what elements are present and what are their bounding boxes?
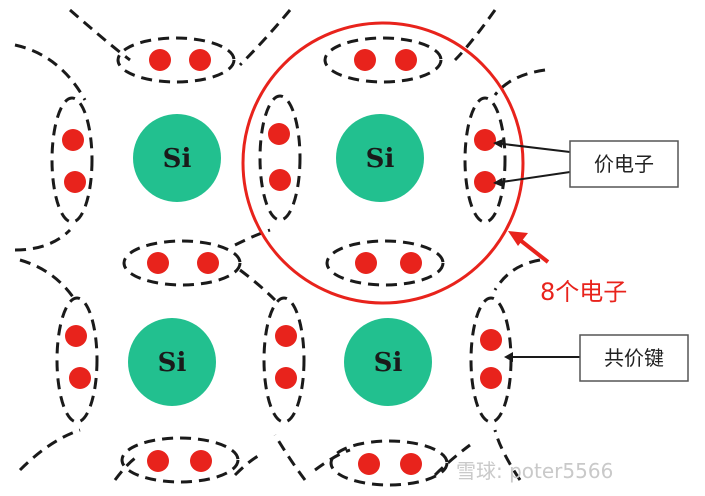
bond-ellipse (120, 436, 240, 484)
electron (269, 169, 291, 191)
si-atom-label: Si (366, 144, 395, 174)
si-atom-label: Si (158, 348, 187, 378)
electron (474, 129, 496, 151)
electron (400, 453, 422, 475)
covalent-bond-label: 共价键 (604, 346, 664, 370)
valence-electrons (62, 49, 502, 475)
electron (480, 367, 502, 389)
valence-electron-callout: 价电子 (493, 139, 679, 188)
red-arrow (508, 231, 550, 264)
bond-ellipse (323, 36, 443, 84)
eight-electrons-label: 8个电子 (540, 278, 627, 306)
bond-ellipse (50, 96, 94, 224)
electron (400, 252, 422, 274)
bond-ellipse (325, 239, 445, 287)
bond-ellipse (469, 296, 513, 424)
electron (147, 450, 169, 472)
octet-highlight-circle (241, 21, 525, 305)
electron (358, 453, 380, 475)
electron (355, 252, 377, 274)
electron (65, 325, 87, 347)
electron (197, 252, 219, 274)
bond-ellipse (463, 96, 507, 224)
si-atom: Si (344, 318, 432, 406)
lattice-curves (14, 8, 546, 481)
electron (268, 123, 290, 145)
electron (354, 49, 376, 71)
electron (395, 49, 417, 71)
electron (474, 171, 496, 193)
bond-ellipse (116, 36, 236, 84)
watermark: 雪球: poter5566 (456, 459, 613, 483)
electron (480, 329, 502, 351)
electron (275, 325, 297, 347)
si-atom: Si (133, 114, 221, 202)
electron (64, 171, 86, 193)
bond-ellipse (329, 439, 449, 487)
electron (190, 450, 212, 472)
electron (275, 367, 297, 389)
electron (69, 367, 91, 389)
covalent-bond-callout: 共价键 (504, 334, 689, 382)
electron (149, 49, 171, 71)
valence-electron-label: 价电子 (594, 152, 654, 176)
bond-ellipse (122, 239, 242, 287)
bond-ellipse (258, 94, 302, 222)
electron (147, 252, 169, 274)
silicon-atoms: Si Si Si Si (128, 114, 432, 406)
si-atom: Si (128, 318, 216, 406)
electron (62, 129, 84, 151)
electron (189, 49, 211, 71)
bond-ellipse (55, 296, 99, 424)
si-atom-label: Si (163, 144, 192, 174)
bond-ellipse (262, 296, 306, 424)
si-atom-label: Si (374, 348, 403, 378)
si-atom: Si (336, 114, 424, 202)
